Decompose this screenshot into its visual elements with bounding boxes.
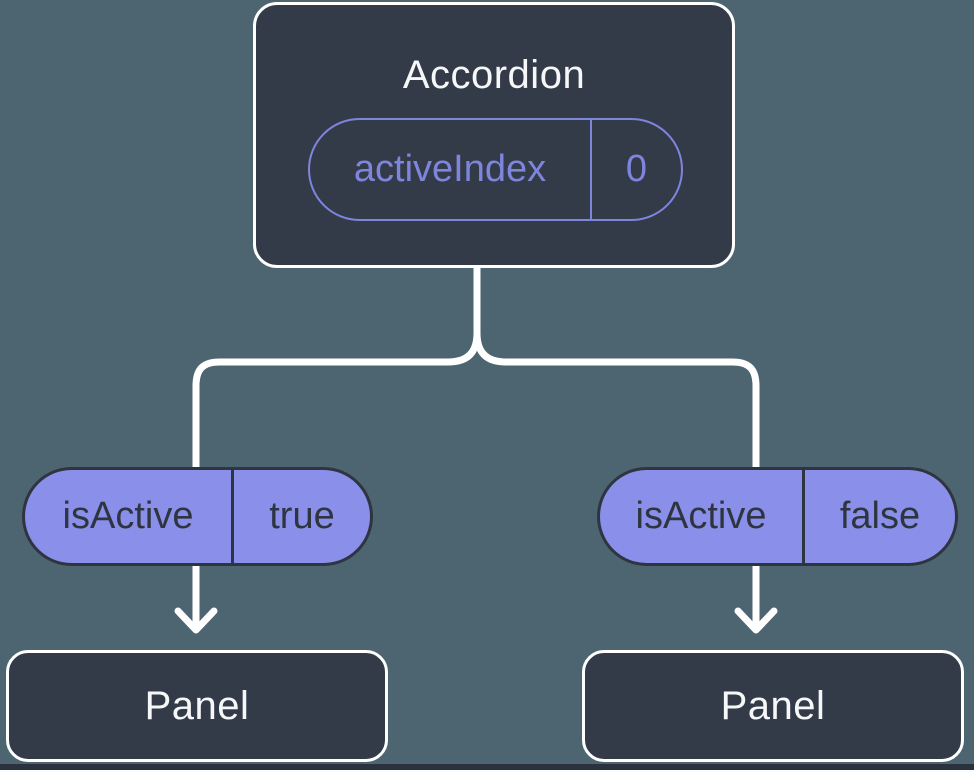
accordion-node-title: Accordion — [402, 53, 586, 97]
panel-node-right-title: Panel — [720, 683, 826, 728]
branch-left-line — [192, 329, 481, 474]
branch-right-line — [473, 329, 760, 474]
prop-pill-left: isActive true — [22, 467, 373, 566]
prop-pill-right: isActive false — [597, 467, 958, 566]
arrow-down-icon-left — [174, 559, 218, 634]
panel-node-right: Panel — [582, 650, 964, 762]
prop-name-left: isActive — [62, 495, 194, 537]
state-value: 0 — [590, 120, 681, 219]
prop-value-right: false — [802, 470, 955, 563]
panel-node-left-title: Panel — [144, 683, 250, 728]
bottom-clipped-strip — [0, 764, 974, 770]
state-pill: activeIndex 0 — [308, 118, 683, 221]
accordion-node: Accordion — [253, 2, 735, 268]
state-name: activeIndex — [353, 148, 547, 190]
panel-node-left: Panel — [6, 650, 388, 762]
prop-name-right: isActive — [635, 495, 767, 537]
prop-value-left: true — [231, 470, 370, 563]
arrow-down-icon-right — [734, 559, 778, 634]
